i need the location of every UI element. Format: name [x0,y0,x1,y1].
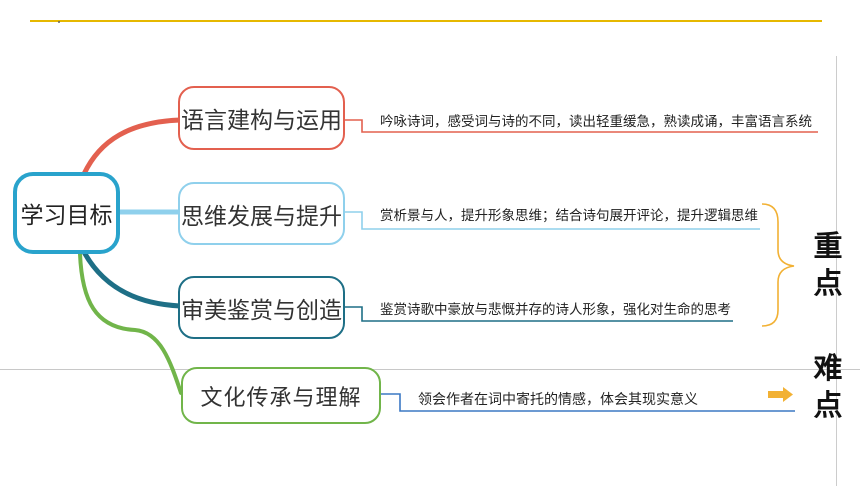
branch-desc-culture: 领会作者在词中寄托的情感，体会其现实意义 [418,392,698,408]
arrow-icon [768,387,793,402]
underline-4 [381,393,795,412]
key-point-char-1: 重 [813,229,843,263]
top-rule [30,20,822,22]
root-node: 学习目标 [13,172,120,254]
connector-1 [81,117,183,177]
underline-3 [345,306,733,322]
difficult-point-marker: 难 点 [808,350,848,424]
difficult-point-char-2: 点 [813,388,843,422]
right-guide-line [836,56,837,486]
branch-node-thinking: 思维发展与提升 [178,182,345,245]
key-point-marker: 重 点 [808,228,848,302]
brace [761,203,795,327]
connector-3 [81,249,183,309]
branch-desc-aesthetics: 鉴赏诗歌中豪放与悲慨并存的诗人形象，强化对生命的思考 [380,302,731,318]
difficult-point-char-1: 难 [813,351,843,385]
branch-desc-language: 吟咏诗词，感受词与诗的不同，读出轻重缓急，熟读成诵，丰富语言系统 [380,114,812,130]
branch-node-language: 语言建构与运用 [178,86,345,150]
corner-dot [58,21,60,23]
key-point-char-2: 点 [813,266,843,300]
divider-line [0,369,860,370]
branch-desc-thinking: 赏析景与人，提升形象思维；结合诗句展开评论，提升逻辑思维 [380,208,758,224]
underline-1 [345,119,818,133]
underline-2 [345,211,760,230]
branch-node-aesthetics: 审美鉴赏与创造 [178,276,345,339]
connector-4 [78,252,183,395]
branch-node-culture: 文化传承与理解 [181,367,381,424]
